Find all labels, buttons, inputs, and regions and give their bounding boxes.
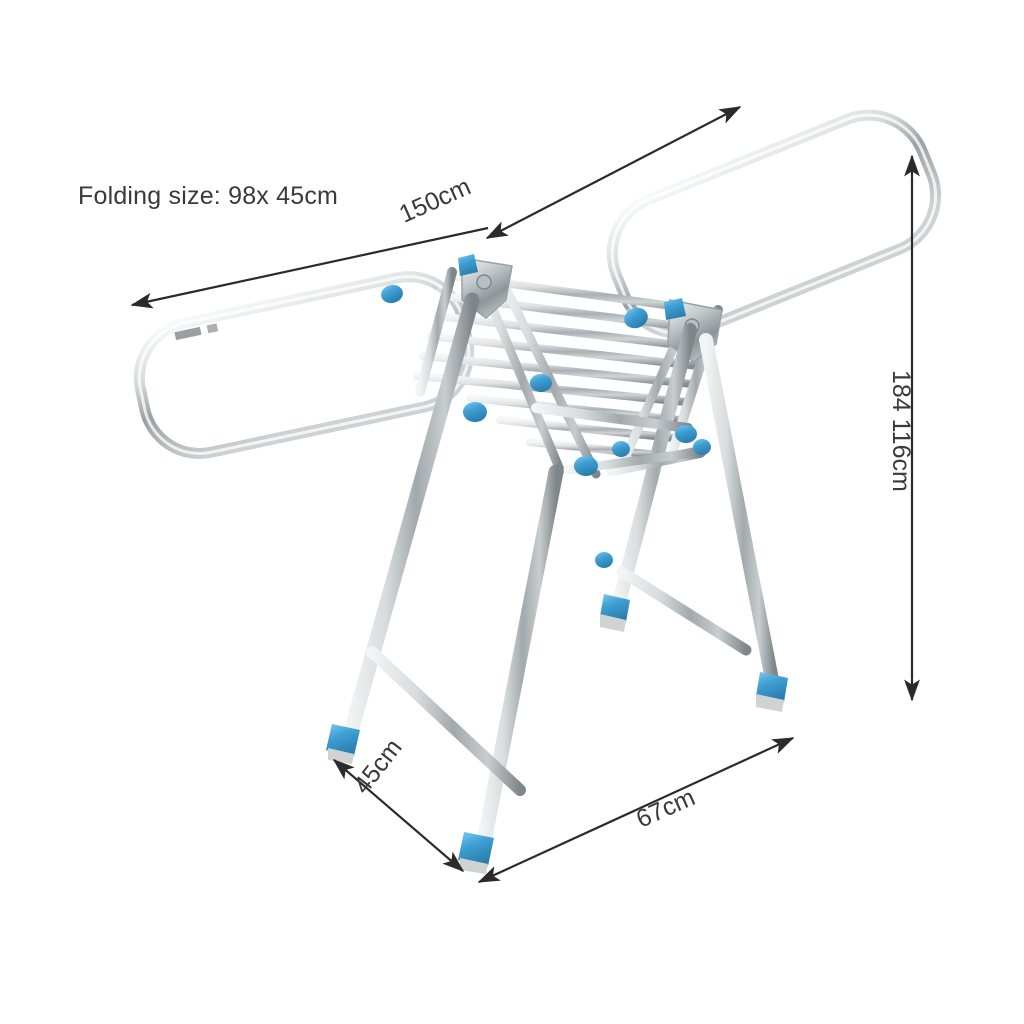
- arrow-wing-length-left: [130, 226, 489, 309]
- connector-brace-upper: [693, 439, 711, 455]
- blue-connectors: [381, 284, 711, 568]
- leg-rear-left: [609, 323, 697, 621]
- brace-mid-upper: [531, 403, 693, 433]
- folding-size-label: Folding size: 98x 45cm: [78, 182, 339, 210]
- foot-rear-left: [600, 594, 630, 632]
- connector-right-wing-joint: [624, 307, 648, 329]
- connector-left-wing-joint: [381, 284, 403, 304]
- left-wing-rails: [139, 282, 478, 443]
- connector-brace-rear: [595, 552, 613, 568]
- arrow-depth: [332, 758, 465, 873]
- left-wing: [133, 271, 478, 459]
- hinge-blue-clip-left: [458, 254, 478, 276]
- cross-brace-rear: [616, 566, 752, 656]
- leg-front-left: [340, 292, 480, 750]
- connector-rear-mid: [612, 441, 630, 457]
- foot-rear-right: [756, 672, 788, 712]
- hinge-blue-clip-right: [664, 298, 686, 320]
- leg-rear-right: [699, 333, 781, 697]
- left-wing-label-mark2: [206, 323, 219, 334]
- connector-right-lower: [675, 425, 697, 443]
- height-label: 184 116cm: [887, 370, 915, 492]
- connector-center-b: [463, 402, 487, 422]
- foot-front-left: [326, 724, 360, 764]
- foot-front-right: [458, 832, 494, 874]
- dimension-arrows: [130, 106, 920, 883]
- connector-center-a: [530, 374, 552, 392]
- feet: [326, 594, 788, 874]
- hinge-pivot-left: [476, 274, 492, 290]
- connector-center-c: [574, 456, 598, 476]
- arrow-width: [477, 737, 795, 883]
- left-wing-label-mark: [174, 326, 202, 341]
- arrow-wing-length-right: [485, 106, 742, 239]
